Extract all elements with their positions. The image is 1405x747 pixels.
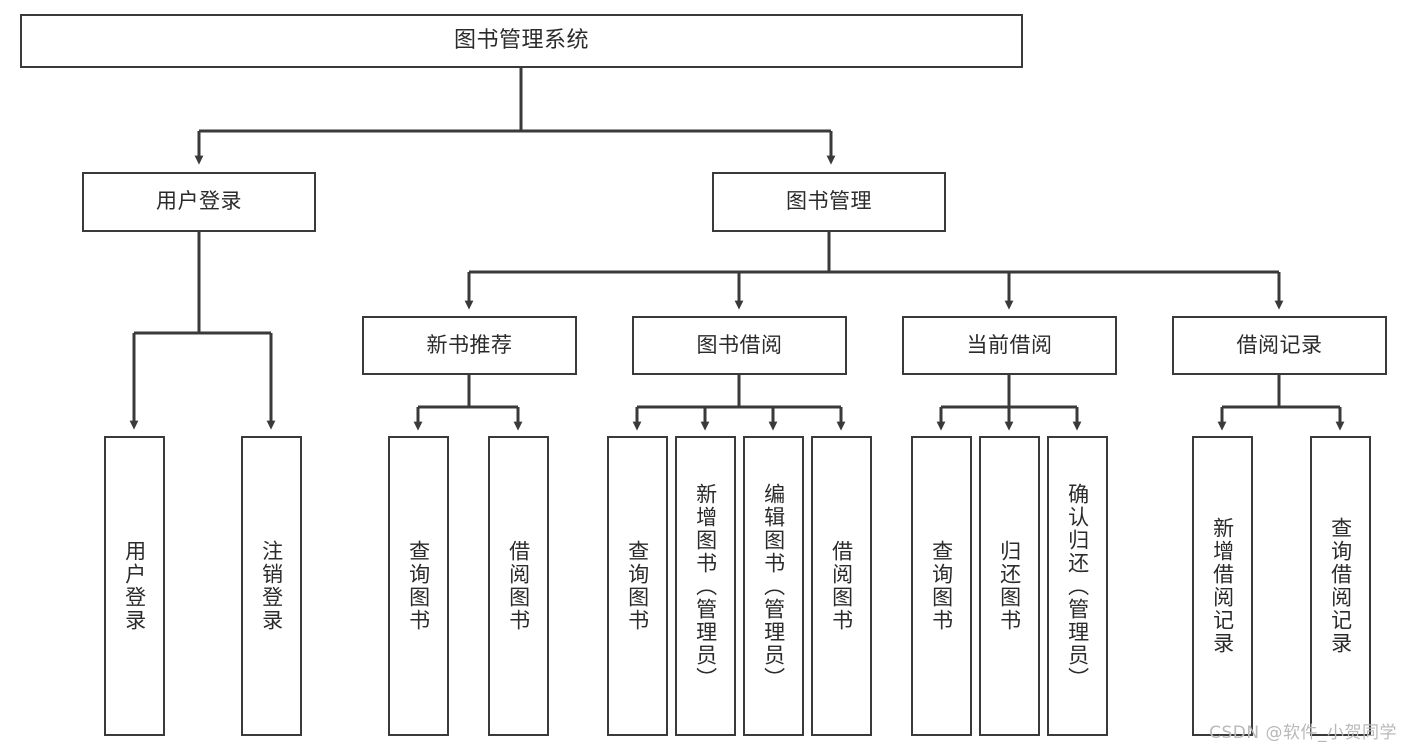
node-leaf-confirm-return-label: 确认归还（管理员）	[1065, 482, 1090, 690]
node-leaf-add-book-label: 新增图书（管理员）	[693, 482, 718, 690]
node-leaf-borrow-book-2[interactable]: 借阅图书	[811, 436, 872, 736]
node-leaf-query-book-1[interactable]: 查询图书	[388, 436, 449, 736]
node-user-login[interactable]: 用户登录	[82, 172, 316, 232]
node-root-label: 图书管理系统	[453, 27, 589, 53]
node-borrow-record-label: 借阅记录	[1236, 332, 1323, 357]
node-leaf-user-login[interactable]: 用户登录	[104, 436, 165, 736]
node-leaf-query-book-2[interactable]: 查询图书	[607, 436, 668, 736]
node-book-borrow-label: 图书借阅	[696, 332, 783, 357]
node-leaf-borrow-book-1-label: 借阅图书	[506, 540, 531, 632]
node-leaf-add-book[interactable]: 新增图书（管理员）	[675, 436, 736, 736]
node-leaf-return-book[interactable]: 归还图书	[979, 436, 1040, 736]
node-leaf-edit-book-label: 编辑图书（管理员）	[761, 482, 786, 690]
node-leaf-logout-login[interactable]: 注销登录	[241, 436, 302, 736]
node-leaf-query-book-3-label: 查询图书	[929, 540, 954, 632]
node-new-book-recommend-label: 新书推荐	[426, 332, 513, 357]
node-new-book-recommend[interactable]: 新书推荐	[362, 316, 577, 375]
node-leaf-query-record[interactable]: 查询借阅记录	[1310, 436, 1371, 736]
node-current-borrow-label: 当前借阅	[966, 332, 1053, 357]
node-book-management[interactable]: 图书管理	[712, 172, 946, 232]
csdn-watermark: CSDN @软件_小贺同学	[1209, 723, 1397, 743]
node-leaf-edit-book[interactable]: 编辑图书（管理员）	[743, 436, 804, 736]
node-leaf-query-book-3[interactable]: 查询图书	[911, 436, 972, 736]
node-book-borrow[interactable]: 图书借阅	[632, 316, 847, 375]
node-current-borrow[interactable]: 当前借阅	[902, 316, 1117, 375]
node-book-management-label: 图书管理	[786, 189, 872, 214]
node-leaf-add-record-label: 新增借阅记录	[1210, 517, 1235, 655]
node-borrow-record[interactable]: 借阅记录	[1172, 316, 1387, 375]
node-leaf-query-book-1-label: 查询图书	[406, 540, 431, 632]
node-leaf-user-login-label: 用户登录	[122, 540, 147, 632]
node-user-login-label: 用户登录	[156, 189, 242, 214]
node-leaf-confirm-return[interactable]: 确认归还（管理员）	[1047, 436, 1108, 736]
node-leaf-return-book-label: 归还图书	[997, 540, 1022, 632]
node-leaf-borrow-book-1[interactable]: 借阅图书	[488, 436, 549, 736]
node-leaf-borrow-book-2-label: 借阅图书	[829, 540, 854, 632]
node-leaf-logout-login-label: 注销登录	[259, 540, 284, 632]
node-root[interactable]: 图书管理系统	[20, 14, 1023, 68]
node-leaf-query-record-label: 查询借阅记录	[1328, 517, 1353, 655]
node-leaf-add-record[interactable]: 新增借阅记录	[1192, 436, 1253, 736]
node-leaf-query-book-2-label: 查询图书	[625, 540, 650, 632]
